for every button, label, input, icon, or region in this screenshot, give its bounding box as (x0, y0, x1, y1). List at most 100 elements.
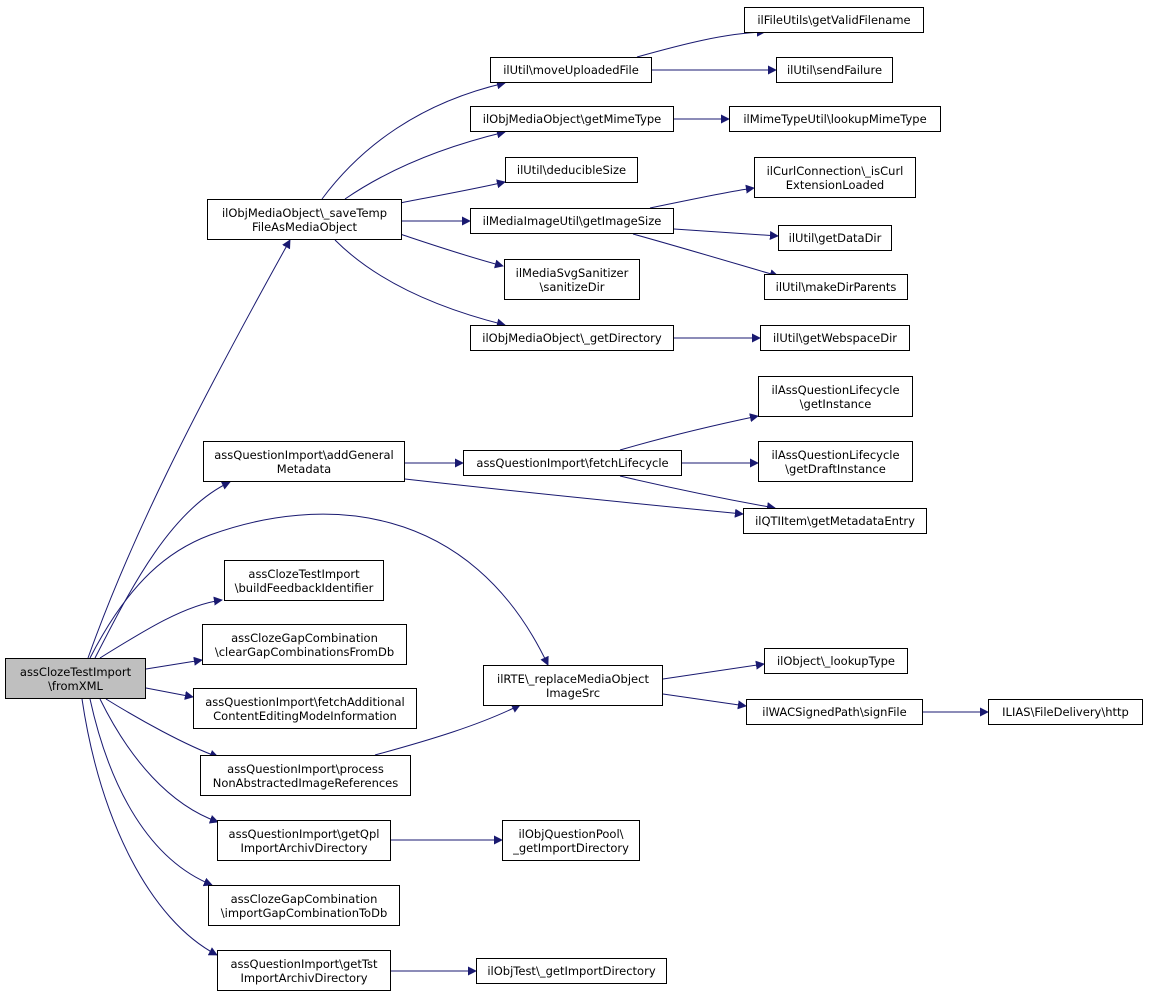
node-processNon[interactable]: assQuestionImport\process NonAbstractedI… (200, 755, 411, 796)
node-fileDelivery-line-1: ILIAS\FileDelivery\http (1002, 705, 1129, 719)
edge-root-to-replaceMedia (89, 513, 549, 666)
edge-root-to-fetchAdditional (145, 687, 194, 700)
node-lookupMimeType-line-1: ilMimeTypeUtil\lookupMimeType (743, 112, 927, 126)
node-sanitizeDir[interactable]: ilMediaSvgSanitizer \sanitizeDir (504, 259, 640, 300)
edge-addGeneral-to-getMetadataEntry (404, 478, 744, 518)
node-saveTemp[interactable]: ilObjMediaObject\_saveTemp FileAsMediaOb… (207, 199, 402, 240)
node-lookupType[interactable]: ilObject\_lookupType (764, 648, 908, 674)
edge-getImageSize-to-getDataDir (673, 228, 779, 240)
node-getTst[interactable]: assQuestionImport\getTst ImportArchivDir… (217, 950, 391, 991)
edge-saveTemp-to-sanitizeDir (399, 233, 504, 269)
node-deducibleSize[interactable]: ilUtil\deducibleSize (505, 157, 638, 183)
node-getQpl-line-2: ImportArchivDirectory (240, 840, 368, 855)
edge-saveTemp-to-getMimeType (344, 129, 506, 200)
node-getTst-line-1: assQuestionImport\getTst (230, 956, 378, 971)
node-processNon-line-2: NonAbstractedImageReferences (212, 775, 399, 790)
node-root-line-1: assClozeTestImport (19, 664, 132, 679)
node-sendFailure[interactable]: ilUtil\sendFailure (776, 57, 893, 83)
node-getDraftInstance[interactable]: ilAssQuestionLifecycle \getDraftInstance (758, 441, 913, 482)
node-isCurl[interactable]: ilCurlConnection\_isCurl ExtensionLoaded (754, 157, 916, 198)
node-replaceMedia-line-2: ImageSrc (545, 685, 601, 700)
node-getDirectory[interactable]: ilObjMediaObject\_getDirectory (470, 325, 674, 351)
edge-root-to-importGap (89, 698, 213, 887)
node-poolImportDir[interactable]: ilObjQuestionPool\ _getImportDirectory (502, 820, 640, 861)
node-importGap-line-2: \importGapCombinationToDb (220, 905, 388, 920)
node-getDraftInstance-line-2: \getDraftInstance (785, 461, 886, 476)
node-getImageSize[interactable]: ilMediaImageUtil\getImageSize (470, 208, 674, 234)
node-getQpl[interactable]: assQuestionImport\getQpl ImportArchivDir… (217, 820, 391, 861)
node-saveTemp-line-1: ilObjMediaObject\_saveTemp (221, 205, 388, 220)
node-getDataDir[interactable]: ilUtil\getDataDir (778, 225, 892, 251)
node-testImportDir-line-1: ilObjTest\_getImportDirectory (487, 964, 656, 978)
node-makeDirParents-line-1: ilUtil\makeDirParents (775, 280, 897, 294)
edge-replaceMedia-to-signFile (662, 693, 747, 710)
node-getMimeType-line-1: ilObjMediaObject\getMimeType (482, 112, 662, 126)
node-makeDirParents[interactable]: ilUtil\makeDirParents (764, 274, 908, 300)
node-root: assClozeTestImport \fromXML (5, 658, 146, 699)
node-importGap-line-1: assClozeGapCombination (230, 891, 378, 906)
node-fetchLifecycle[interactable]: assQuestionImport\fetchLifecycle (463, 450, 682, 476)
node-getValidFilename[interactable]: ilFileUtils\getValidFilename (744, 7, 924, 33)
node-getDirectory-line-1: ilObjMediaObject\_getDirectory (482, 331, 662, 345)
node-importGap[interactable]: assClozeGapCombination \importGapCombina… (208, 885, 400, 926)
node-getInstance-line-1: ilAssQuestionLifecycle (771, 382, 900, 397)
node-buildFeedback-line-1: assClozeTestImport (248, 566, 360, 581)
edge-processNon-to-replaceMedia (374, 704, 521, 756)
edge-saveTemp-to-deducibleSize (399, 179, 506, 204)
node-getTst-line-2: ImportArchivDirectory (240, 970, 368, 985)
edge-saveTemp-to-moveUploaded (321, 80, 506, 200)
node-getMimeType[interactable]: ilObjMediaObject\getMimeType (470, 106, 674, 132)
edge-root-to-getTst (81, 698, 218, 956)
edge-root-to-buildFeedback (99, 596, 223, 659)
node-signFile[interactable]: ilWACSignedPath\signFile (746, 699, 923, 725)
edge-root-to-getQpl (99, 698, 219, 824)
node-getDraftInstance-line-1: ilAssQuestionLifecycle (771, 447, 900, 462)
edge-root-to-processNon (105, 698, 219, 759)
node-addGeneral-line-2: Metadata (276, 461, 332, 476)
edge-getImageSize-to-makeDirParents (632, 233, 779, 279)
node-clearGap-line-2: \clearGapCombinationsFromDb (214, 644, 395, 659)
node-addGeneral[interactable]: assQuestionImport\addGeneral Metadata (203, 441, 405, 482)
node-getInstance-line-2: \getInstance (799, 396, 872, 411)
node-isCurl-line-2: ExtensionLoaded (785, 177, 885, 192)
node-sanitizeDir-line-1: ilMediaSvgSanitizer (515, 265, 629, 280)
node-fileDelivery[interactable]: ILIAS\FileDelivery\http (988, 699, 1143, 725)
node-signFile-line-1: ilWACSignedPath\signFile (762, 705, 907, 719)
node-fetchLifecycle-line-1: assQuestionImport\fetchLifecycle (476, 456, 669, 470)
node-getImageSize-line-1: ilMediaImageUtil\getImageSize (482, 214, 662, 228)
node-moveUploaded[interactable]: ilUtil\moveUploadedFile (490, 57, 652, 83)
node-getMetadataEntry[interactable]: ilQTIItem\getMetadataEntry (743, 508, 927, 534)
node-getInstance[interactable]: ilAssQuestionLifecycle \getInstance (758, 376, 913, 417)
node-sanitizeDir-line-2: \sanitizeDir (539, 279, 605, 294)
node-buildFeedback[interactable]: assClozeTestImport \buildFeedbackIdentif… (224, 560, 384, 601)
node-deducibleSize-line-1: ilUtil\deducibleSize (516, 163, 627, 177)
node-testImportDir[interactable]: ilObjTest\_getImportDirectory (476, 958, 667, 984)
node-clearGap[interactable]: assClozeGapCombination \clearGapCombinat… (202, 624, 407, 665)
edge-moveUploaded-to-getValidFilename (636, 27, 766, 58)
node-fetchAdditional-line-2: ContentEditingModeInformation (213, 708, 397, 723)
edge-root-to-addGeneral (94, 481, 231, 659)
node-fetchAdditional-line-1: assQuestionImport\fetchAdditional (205, 694, 405, 709)
node-addGeneral-line-1: assQuestionImport\addGeneral (214, 447, 394, 462)
node-lookupMimeType[interactable]: ilMimeTypeUtil\lookupMimeType (729, 106, 941, 132)
node-getDataDir-line-1: ilUtil\getDataDir (788, 231, 882, 245)
node-replaceMedia-line-1: ilRTE\_replaceMediaObject (497, 671, 649, 686)
node-clearGap-line-1: assClozeGapCombination (231, 630, 378, 645)
node-sendFailure-line-1: ilUtil\sendFailure (786, 63, 883, 77)
edge-root-to-saveTemp (87, 239, 291, 659)
edge-getImageSize-to-isCurl (649, 184, 755, 209)
node-lookupType-line-1: ilObject\_lookupType (776, 654, 896, 668)
edge-fetchLifecycle-to-getMetadataEntry (619, 475, 776, 512)
node-fetchAdditional[interactable]: assQuestionImport\fetchAdditional Conten… (193, 688, 417, 729)
node-saveTemp-line-2: FileAsMediaObject (251, 219, 358, 234)
edge-saveTemp-to-getDirectory (334, 239, 506, 328)
node-moveUploaded-line-1: ilUtil\moveUploadedFile (503, 63, 639, 77)
node-getWebspaceDir[interactable]: ilUtil\getWebspaceDir (760, 325, 910, 351)
node-buildFeedback-line-2: \buildFeedbackIdentifier (234, 580, 374, 595)
node-isCurl-line-1: ilCurlConnection\_isCurl (766, 163, 904, 178)
node-getValidFilename-line-1: ilFileUtils\getValidFilename (757, 13, 911, 27)
node-replaceMedia[interactable]: ilRTE\_replaceMediaObject ImageSrc (483, 665, 663, 706)
node-root-line-2: \fromXML (48, 678, 103, 693)
